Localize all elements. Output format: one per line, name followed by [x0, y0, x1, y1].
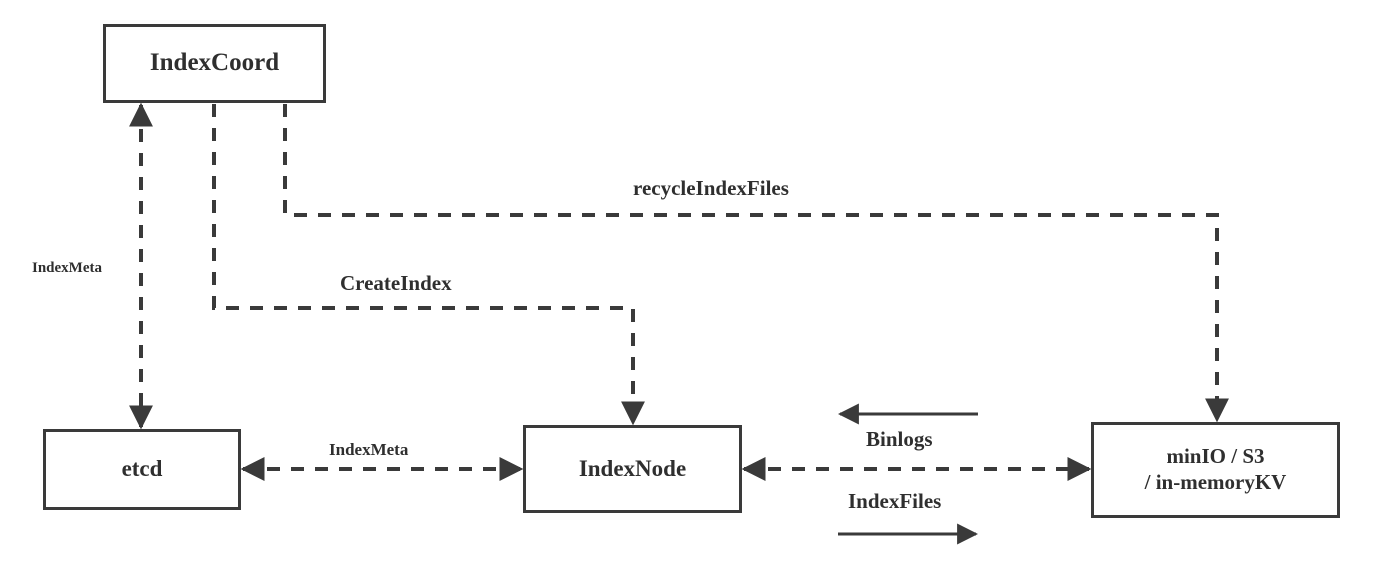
edge-label-index-meta-left: IndexMeta: [32, 260, 102, 276]
node-indexcoord[interactable]: IndexCoord: [103, 24, 326, 103]
edge-indexcoord-minio-recycleindexfiles: [283, 104, 1229, 423]
edge-label-create-index: CreateIndex: [340, 271, 452, 295]
edge-label-index-files: IndexFiles: [848, 489, 942, 513]
edge-label-binlogs: Binlogs: [866, 427, 933, 451]
node-indexnode[interactable]: IndexNode: [523, 425, 742, 513]
edge-label-index-meta-middle: IndexMeta: [329, 440, 409, 459]
edge-indexcoord-indexnode-createindex: [212, 104, 645, 426]
node-minio-s3-inmemorykv[interactable]: minIO / S3 / in-memoryKV: [1091, 422, 1340, 518]
node-indexcoord-label: IndexCoord: [149, 49, 280, 77]
node-indexnode-label: IndexNode: [578, 455, 687, 481]
node-etcd[interactable]: etcd: [43, 429, 241, 510]
node-minio-label: minIO / S3 / in-memoryKV: [1144, 444, 1287, 494]
edge-label-recycle-index-files: recycleIndexFiles: [633, 176, 789, 200]
node-etcd-label: etcd: [121, 456, 163, 482]
